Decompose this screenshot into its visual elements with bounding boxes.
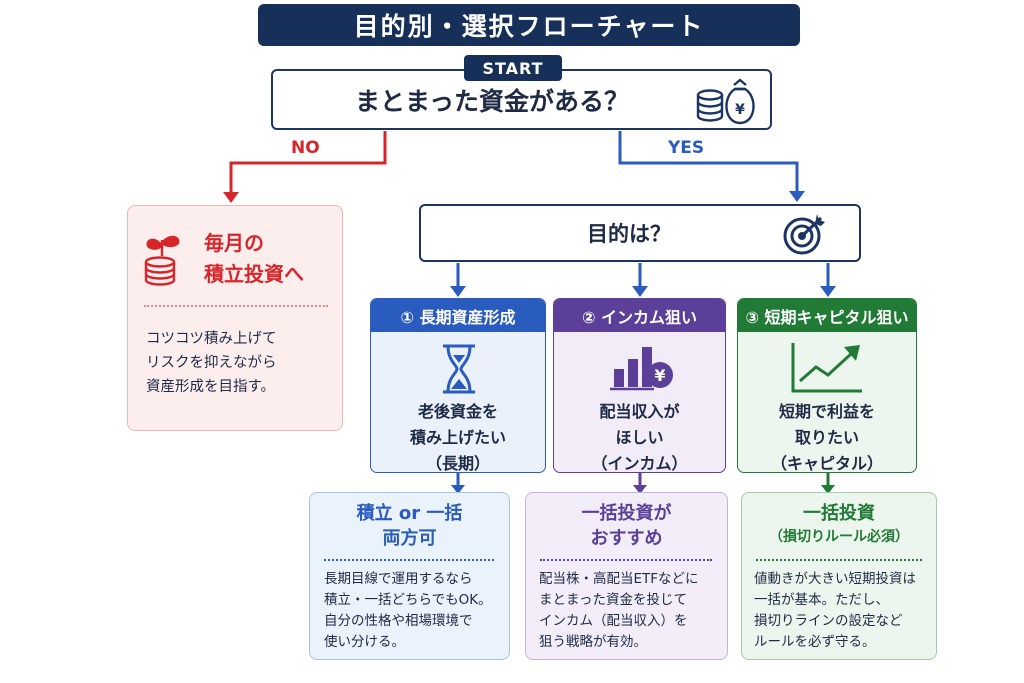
- col1-result-card: 積立 or 一括 両方可 長期目線で運用するなら 積立・一括どちらでもOK。 自…: [309, 492, 510, 660]
- col1-result-title: 積立 or 一括 両方可: [356, 503, 463, 549]
- col1-header: ① 長期資産形成: [371, 299, 545, 332]
- no-result-body: コツコツ積み上げて リスクを抑えながら 資産形成を目指す。: [146, 331, 277, 395]
- col1-result-body: 長期目線で運用するなら 積立・一括どちらでもOK。 自分の性格や相場環境で 使い…: [324, 571, 492, 650]
- target-icon: [783, 214, 825, 255]
- svg-text:¥: ¥: [735, 102, 745, 118]
- start-badge: START: [464, 55, 562, 81]
- col3-result-card: 一括投資 （損切りルール必須） 値動きが大きい短期投資は 一括が基本。ただし、 …: [741, 492, 937, 660]
- col1-result-divider: [324, 559, 494, 561]
- question-purpose-text: 目的は？: [587, 222, 671, 246]
- col2-header: ② インカム狙い: [554, 299, 725, 332]
- col3-description: 短期で利益を 取りたい （キャピタル）: [770, 402, 883, 473]
- col1-description: 老後資金を 積み上げたい （長期）: [409, 402, 506, 473]
- col2-card: ② インカム狙い ¥ 配当収入が ほしい （インカム）: [553, 298, 726, 473]
- bar-chart-yen-icon: ¥: [610, 347, 673, 391]
- col2-result-body: 配当株・高配当ETFなどに まとまった資金を投じて インカム（配当収入）を 狙う…: [539, 571, 699, 650]
- no-result-divider: [144, 305, 328, 307]
- col3-result-body: 値動きが大きい短期投資は 一括が基本。ただし、 損切りラインの設定など ルールを…: [754, 571, 916, 650]
- yes-label: YES: [668, 138, 705, 158]
- sprout-coins-icon: [144, 235, 180, 286]
- yes-arrow: [618, 131, 799, 191]
- page-title: 目的別・選択フローチャート: [258, 4, 800, 46]
- col3-result-title: 一括投資 （損切りルール必須）: [769, 503, 909, 545]
- col2-result-divider: [540, 559, 712, 561]
- uptrend-chart-icon: [791, 343, 862, 393]
- col1-card: ① 長期資産形成 老後資金を 積み上げたい （長期）: [370, 298, 546, 473]
- no-arrow: [229, 131, 387, 192]
- no-label: NO: [291, 138, 320, 158]
- coins-money-bag-icon: ¥: [696, 78, 755, 125]
- question-funds-text: まとまった資金がある？: [355, 86, 630, 116]
- col2-result-card: 一括投資が おすすめ 配当株・高配当ETFなどに まとまった資金を投じて インカ…: [525, 492, 728, 660]
- question-purpose-box: 目的は？: [419, 204, 861, 262]
- svg-text:¥: ¥: [654, 366, 665, 385]
- no-result-heading: 毎月の 積立投資へ: [204, 231, 304, 286]
- col2-result-title: 一括投資が おすすめ: [581, 503, 672, 549]
- col3-card: ③ 短期キャピタル狙い 短期で利益を 取りたい （キャピタル）: [737, 298, 917, 473]
- col3-header: ③ 短期キャピタル狙い: [738, 299, 916, 332]
- col2-description: 配当収入が ほしい （インカム）: [591, 402, 688, 473]
- hourglass-icon: [443, 344, 475, 394]
- col3-result-divider: [756, 559, 922, 561]
- question-funds-box: まとまった資金がある？ ¥: [271, 69, 772, 130]
